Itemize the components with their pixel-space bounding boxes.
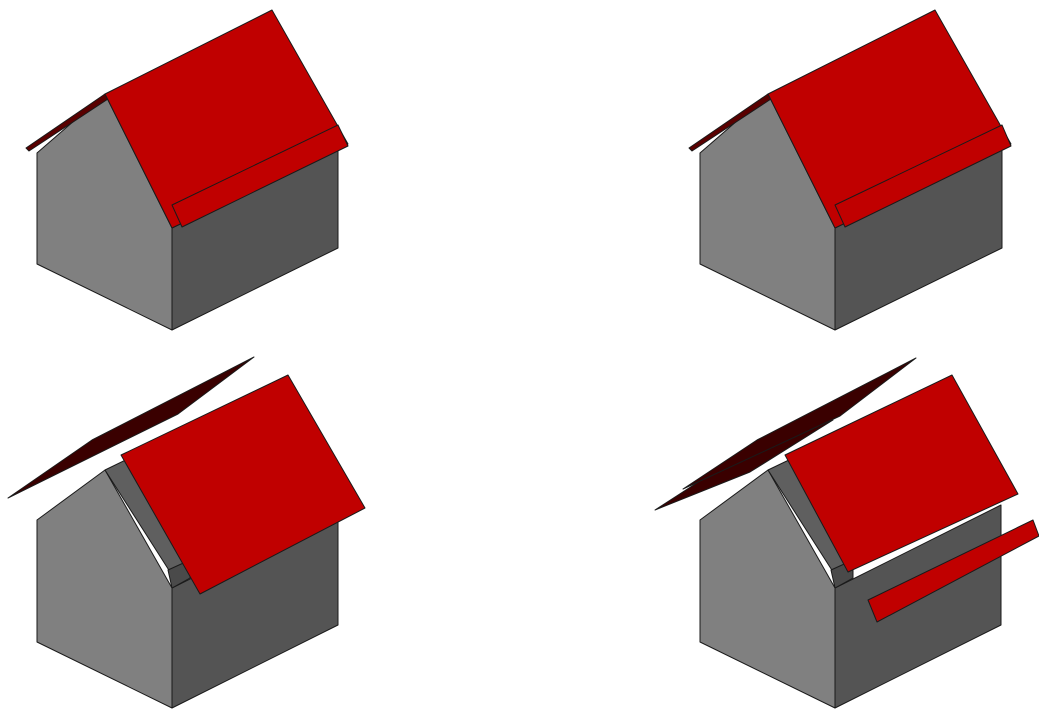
house-4-roof-panel: [784, 374, 1019, 573]
house-panel-3: [7, 356, 366, 709]
house-1-fascia-board: [171, 124, 349, 228]
house-panel-1: [25, 9, 349, 331]
house-3-left-gable-wall: [36, 469, 173, 709]
house-4-lifted-roof-panel: [682, 357, 917, 490]
house-4-detached-fascia-board: [867, 519, 1039, 623]
house-panel-2: [688, 9, 1012, 331]
house-2-fascia-board: [834, 124, 1012, 228]
house-4-left-gable-wall: [699, 469, 836, 709]
house-3-roof-panel: [120, 374, 366, 595]
house-2-roof-panel: [767, 9, 1012, 229]
house-1-roof-panel: [104, 9, 349, 229]
house-panel-4: [654, 357, 1039, 709]
house-3-lifted-roof-panel: [7, 356, 255, 499]
